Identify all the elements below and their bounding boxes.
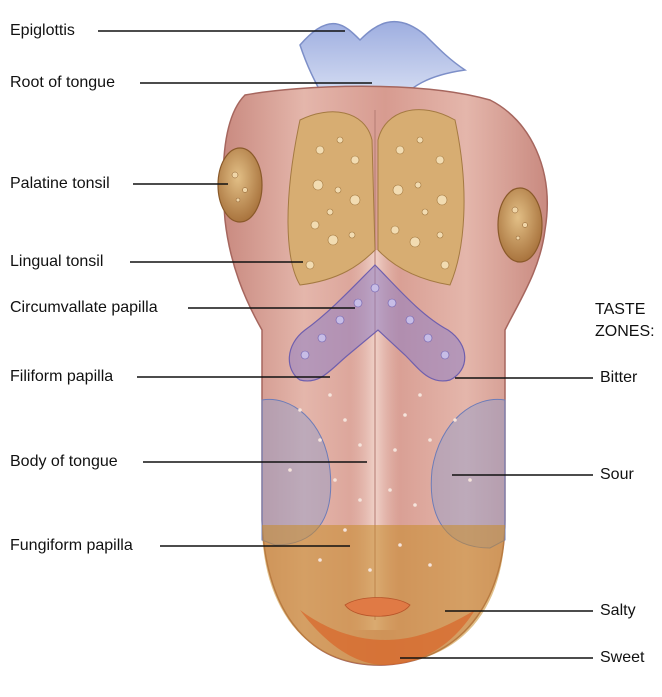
label-root-of-tongue: Root of tongue bbox=[10, 73, 115, 93]
label-body-of-tongue: Body of tongue bbox=[10, 452, 118, 472]
palatine-tonsil-left bbox=[218, 148, 262, 222]
label-sweet: Sweet bbox=[600, 648, 644, 668]
lingual-tonsil-left bbox=[288, 112, 375, 285]
label-lingual-tonsil: Lingual tonsil bbox=[10, 252, 103, 272]
label-palatine-tonsil: Palatine tonsil bbox=[10, 174, 110, 194]
lingual-tonsil-right bbox=[378, 110, 464, 285]
taste-zones-heading-line1: TASTE bbox=[595, 300, 645, 320]
label-filiform-papilla: Filiform papilla bbox=[10, 367, 113, 387]
label-salty: Salty bbox=[600, 601, 636, 621]
taste-zones-heading-line2: ZONES: bbox=[595, 322, 655, 342]
label-epiglottis: Epiglottis bbox=[10, 21, 75, 41]
label-circumvallate-papilla: Circumvallate papilla bbox=[10, 298, 158, 318]
label-bitter: Bitter bbox=[600, 368, 637, 388]
label-sour: Sour bbox=[600, 465, 634, 485]
label-fungiform-papilla: Fungiform papilla bbox=[10, 536, 133, 556]
palatine-tonsil-right bbox=[498, 188, 542, 262]
